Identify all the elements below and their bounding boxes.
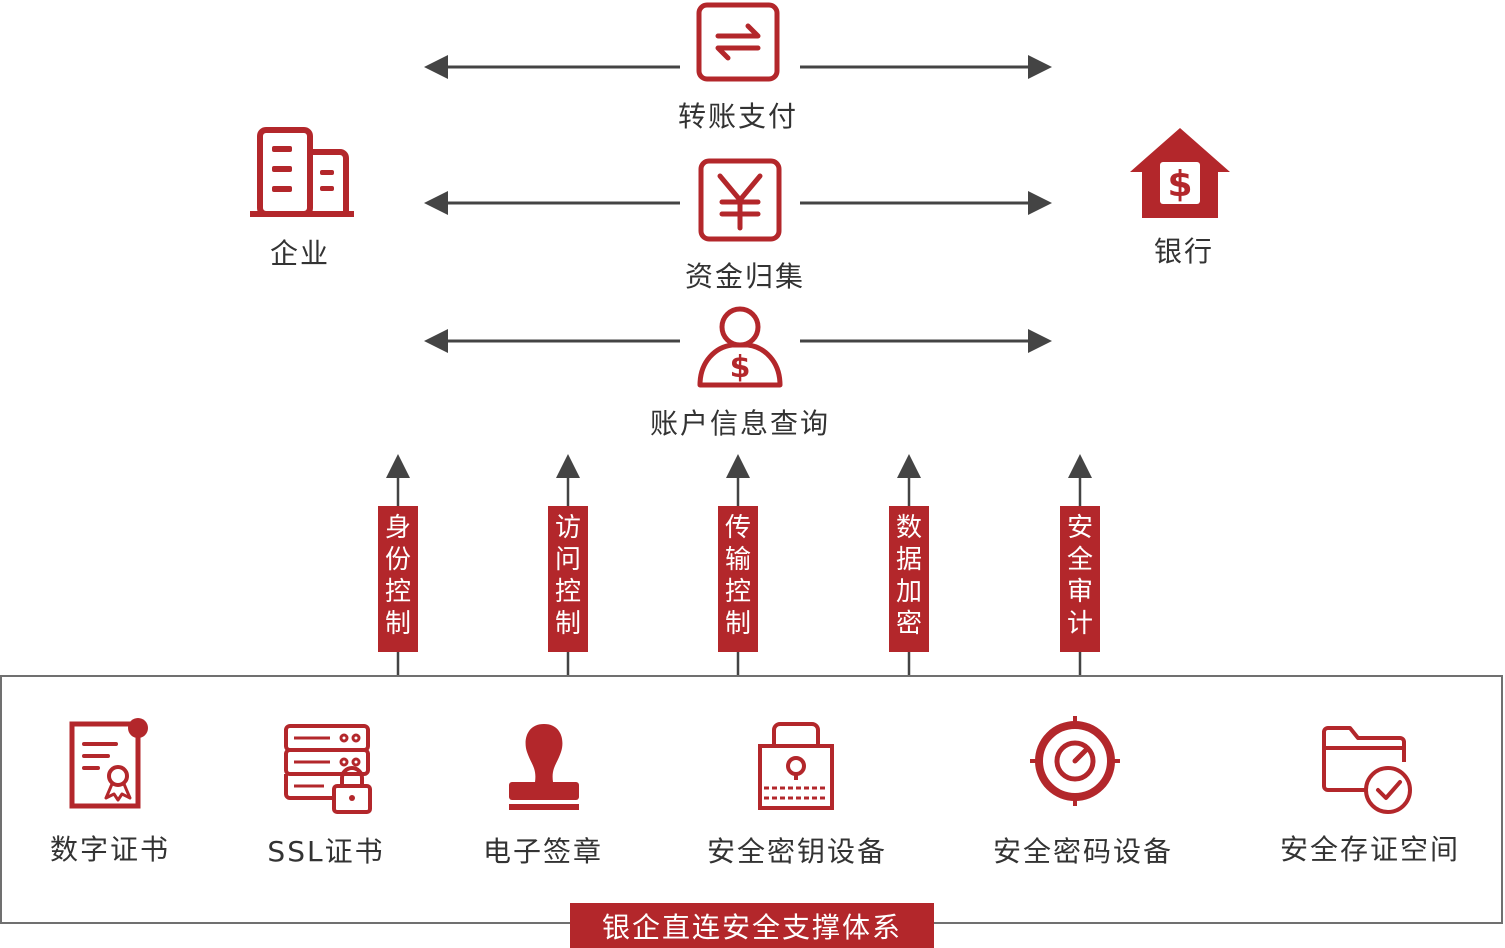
control-tag-char: 审 <box>1066 577 1093 607</box>
control-tag-char: 身 <box>384 513 411 543</box>
control-tag-char: 控 <box>554 577 581 607</box>
component-label-ssl: SSL证书 <box>267 835 385 868</box>
control-tag-char: 输 <box>724 545 751 575</box>
control-tag-char: 数 <box>895 513 922 543</box>
certificate-icon <box>69 718 148 809</box>
control-tag-encryption: 数据加密 <box>889 506 929 652</box>
server-lock-icon <box>284 724 372 814</box>
bank-label: 银行 <box>1153 235 1215 268</box>
control-tag-char: 据 <box>895 545 922 575</box>
yen-icon <box>698 158 782 242</box>
service-label-transfer: 转账支付 <box>677 100 799 133</box>
bank-house-icon: $ <box>1130 128 1230 218</box>
control-tag-access: 访问控制 <box>548 506 588 652</box>
component-label-key-device: 安全密钥设备 <box>706 835 888 868</box>
company-building-icon <box>250 127 354 217</box>
control-tag-char: 传 <box>724 513 751 543</box>
control-tag-char: 密 <box>895 609 922 639</box>
control-tag-identity: 身份控制 <box>378 506 418 652</box>
control-tag-char: 计 <box>1066 609 1093 639</box>
control-tag-char: 全 <box>1066 545 1093 575</box>
service-arrows <box>424 55 1052 353</box>
component-label-e-seal: 电子签章 <box>482 835 604 868</box>
control-tag-char: 份 <box>384 545 411 575</box>
service-label-collection: 资金归集 <box>684 260 806 293</box>
svg-text:$: $ <box>1167 164 1192 205</box>
service-label-query: 账户信息查询 <box>649 407 831 440</box>
transfer-icon <box>696 2 780 82</box>
user-dollar-icon: $ <box>697 306 783 388</box>
control-tag-audit: 安全审计 <box>1060 506 1100 652</box>
control-tag-char: 制 <box>724 609 751 639</box>
control-tag-char: 问 <box>554 545 581 575</box>
support-system-panel <box>0 675 1503 924</box>
component-label-crypto-device: 安全密码设备 <box>992 835 1174 868</box>
control-tag-char: 加 <box>895 577 922 607</box>
control-tag-transport: 传输控制 <box>718 506 758 652</box>
control-tag-char: 安 <box>1066 513 1093 543</box>
component-label-digital-cert: 数字证书 <box>49 833 171 866</box>
control-tag-char: 控 <box>384 577 411 607</box>
folder-check-icon <box>1322 726 1412 814</box>
key-device-icon <box>758 722 834 810</box>
control-tag-char: 制 <box>384 609 411 639</box>
support-system-title: 银企直连安全支撑体系 <box>570 903 934 948</box>
component-label-evidence-space: 安全存证空间 <box>1279 833 1461 866</box>
svg-text:$: $ <box>730 350 751 385</box>
dial-icon <box>1030 716 1120 806</box>
control-tag-char: 访 <box>554 513 581 543</box>
control-tag-char: 制 <box>554 609 581 639</box>
stamp-icon <box>509 724 579 810</box>
control-tag-char: 控 <box>724 577 751 607</box>
company-label: 企业 <box>269 237 331 270</box>
